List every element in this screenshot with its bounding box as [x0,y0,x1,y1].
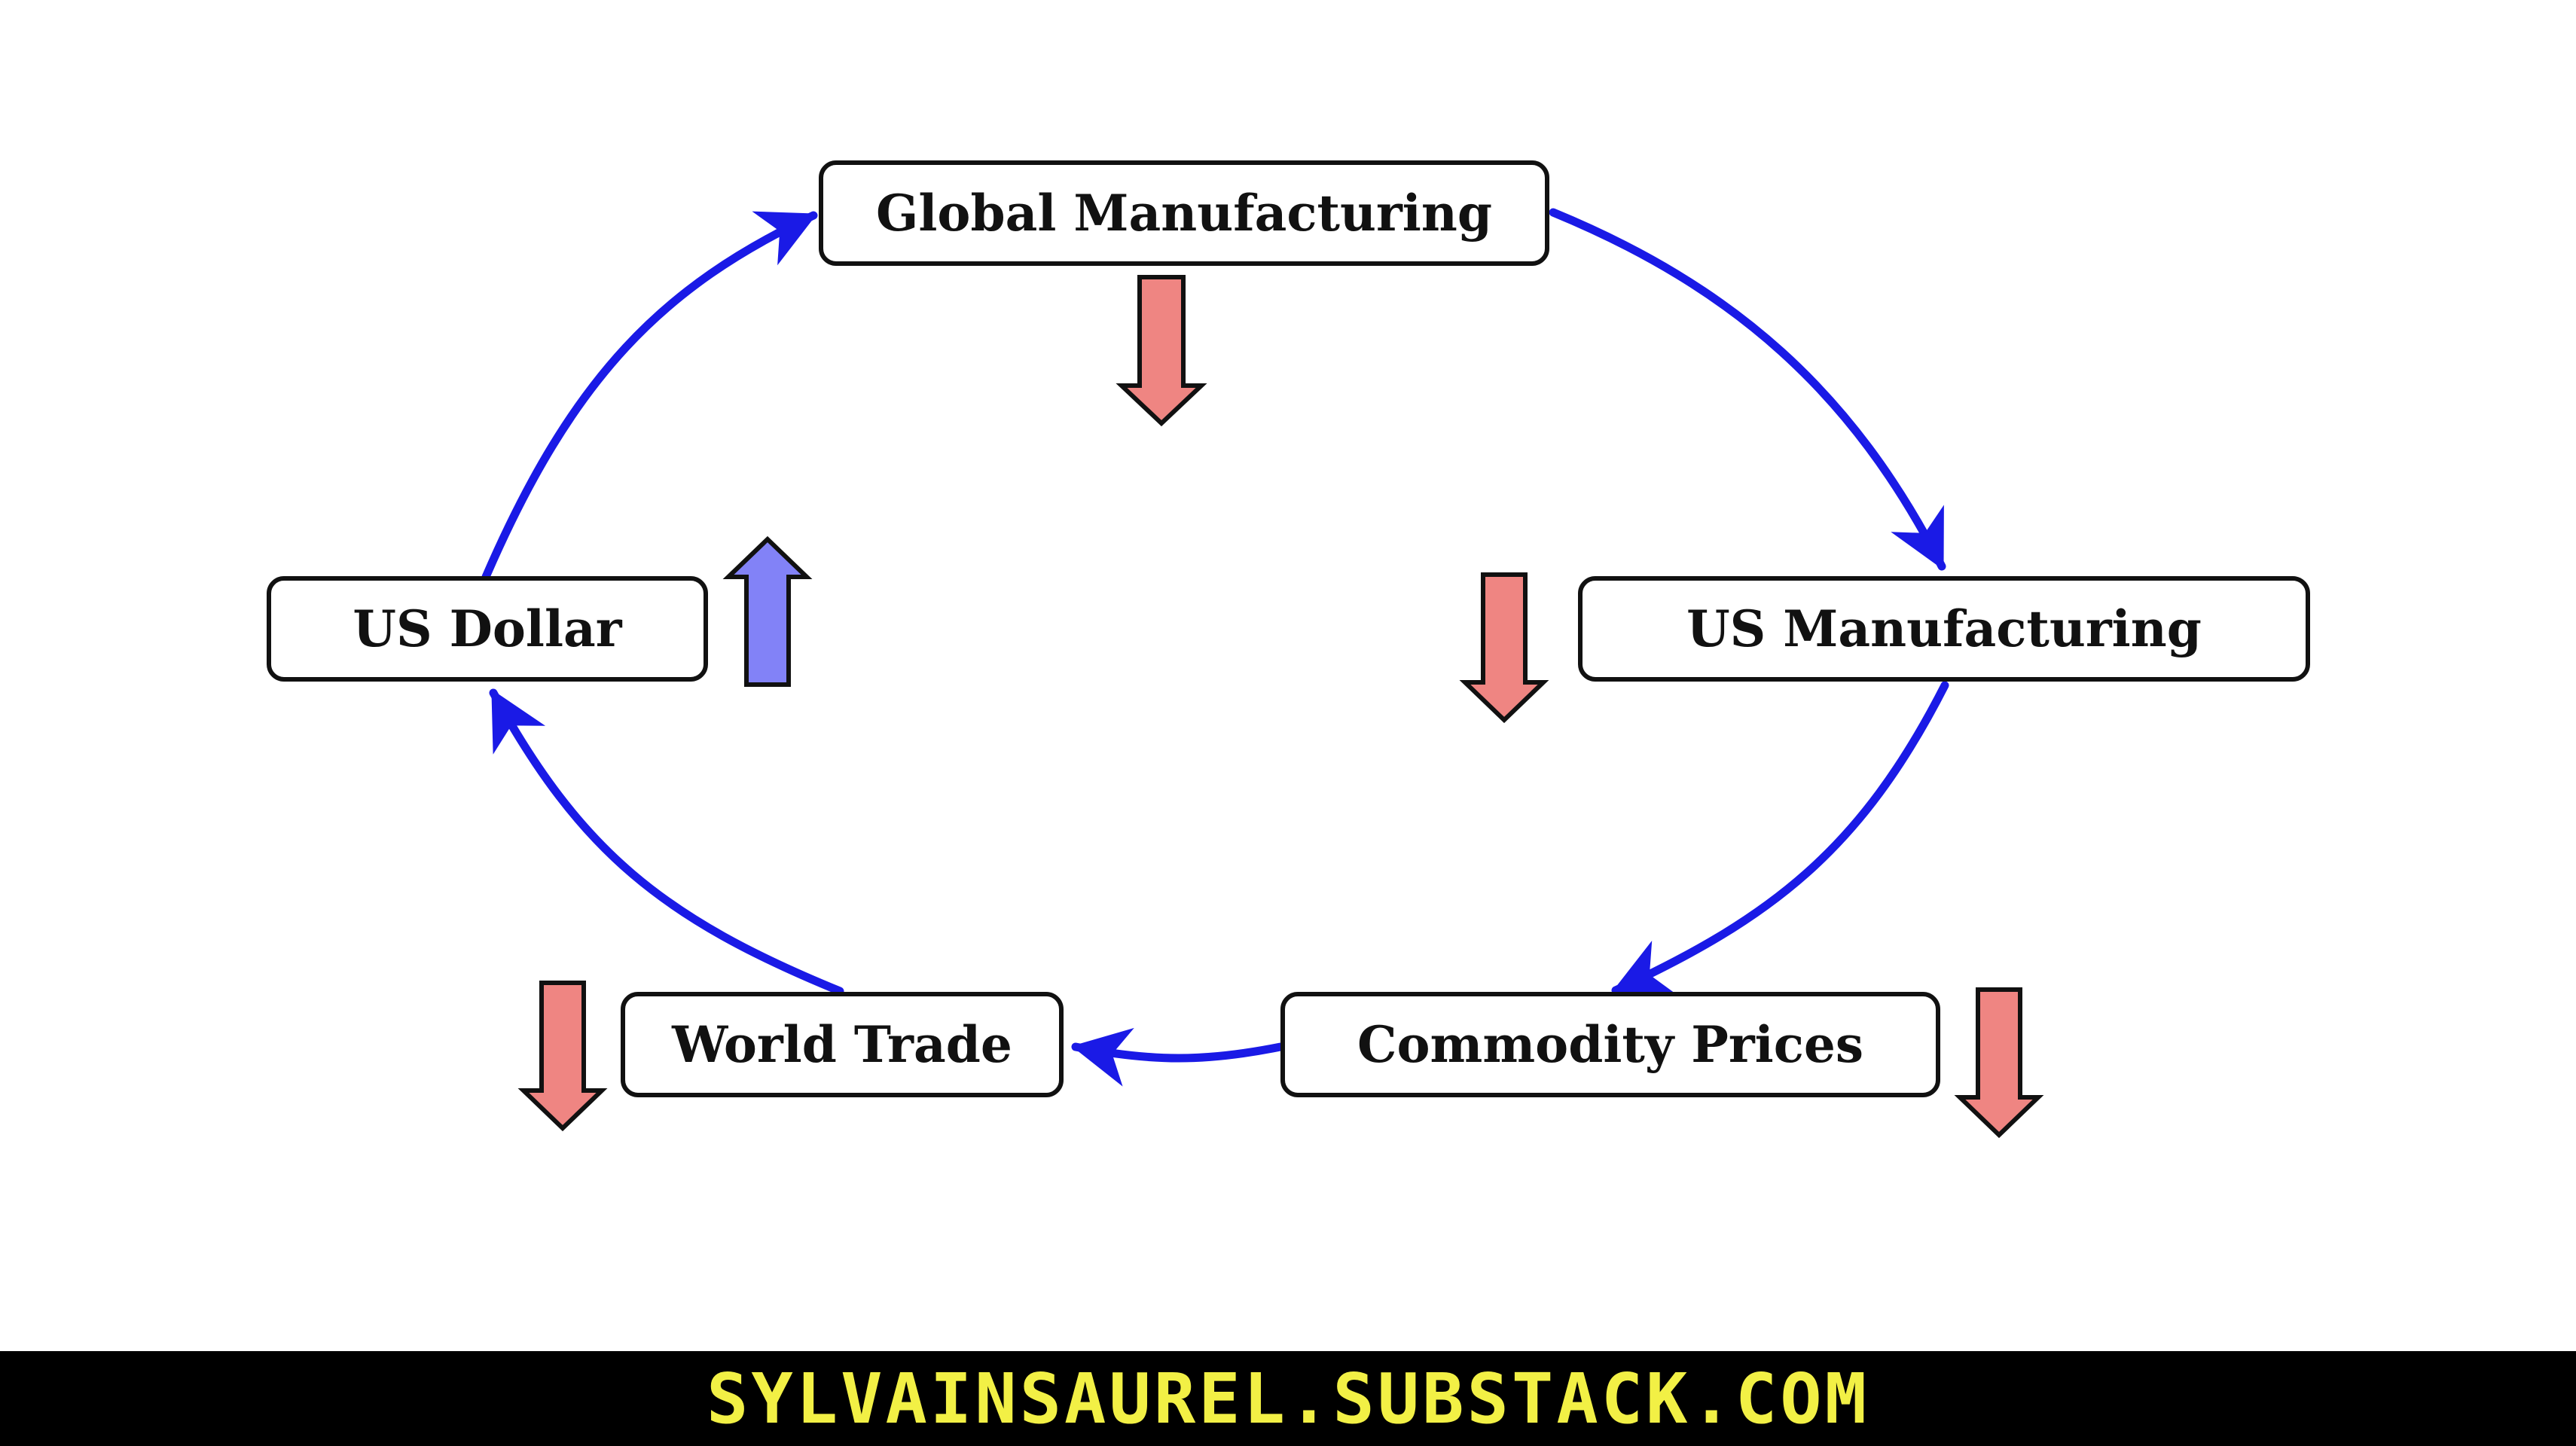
node-label: Commodity Prices [1357,1015,1863,1074]
node-box [819,160,1549,266]
connector-us-manufacturing-to-commodity [1611,681,1949,995]
commodity-prices-down-arrow-icon [1954,987,2044,1139]
node-label: Global Manufacturing [876,184,1492,243]
footer-banner: SYLVAINSAUREL.SUBSTACK.COM [0,1351,2576,1446]
node-us-dollar: US Dollar [267,576,708,682]
connector-global-to-us-manufacturing [1549,208,1946,571]
node-box [267,576,708,682]
node-us-manufacturing: US Manufacturing [1578,576,2310,682]
connector-commodity-to-world-trade [1071,1027,1285,1087]
node-global-manufacturing: Global Manufacturing [819,160,1549,266]
global-manufacturing-down-arrow-icon [1116,275,1207,427]
node-box [621,992,1064,1097]
node-label: US Manufacturing [1686,599,2202,658]
us-manufacturing-down-arrow-icon [1459,572,1549,724]
node-box [1578,576,2310,682]
footer-url-text: SYLVAINSAUREL.SUBSTACK.COM [706,1358,1870,1439]
node-label: World Trade [671,1015,1012,1074]
connector-world-trade-to-us-dollar [489,688,844,996]
node-world-trade: World Trade [621,992,1064,1097]
node-label: US Dollar [353,599,622,658]
node-commodity-prices: Commodity Prices [1280,992,1940,1097]
us-dollar-up-arrow-icon [722,535,813,687]
world-trade-down-arrow-icon [517,981,608,1132]
node-box [1280,992,1940,1097]
connector-us-dollar-to-global [481,211,818,581]
